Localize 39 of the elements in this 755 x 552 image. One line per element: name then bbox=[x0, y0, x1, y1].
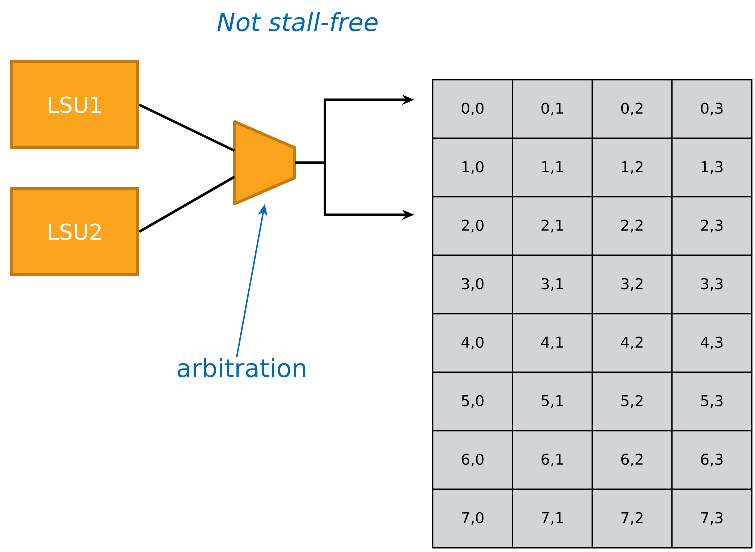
table-cell: 2,3 bbox=[672, 196, 753, 256]
table-cell: 5,3 bbox=[672, 372, 753, 432]
table-cell: 1,3 bbox=[672, 138, 753, 198]
table-cell: 2,0 bbox=[432, 196, 514, 256]
table-cell: 0,3 bbox=[672, 79, 753, 140]
table-cell: 5,0 bbox=[432, 372, 514, 432]
table-cell: 1,2 bbox=[592, 138, 673, 198]
table-cell: 3,0 bbox=[432, 254, 514, 315]
table-cell: 5,2 bbox=[592, 372, 673, 432]
table-cell: 1,0 bbox=[432, 138, 514, 198]
heading-text: Not stall-free bbox=[218, 12, 378, 32]
table-cell: 3,2 bbox=[592, 254, 673, 315]
table-cell: 7,0 bbox=[432, 488, 514, 549]
table-cell: 4,3 bbox=[672, 313, 753, 374]
connector-line bbox=[138, 104, 236, 152]
table-cell: 4,2 bbox=[592, 313, 673, 374]
table-cell: 7,3 bbox=[672, 488, 753, 549]
table-cell: 4,1 bbox=[512, 313, 594, 374]
table-cell: 1,1 bbox=[512, 138, 594, 198]
table-cell: 3,1 bbox=[512, 254, 594, 315]
table-cell: 2,1 bbox=[512, 196, 594, 256]
table-cell: 6,1 bbox=[512, 430, 594, 490]
connector-line bbox=[138, 176, 236, 234]
table-cell: 5,1 bbox=[512, 372, 594, 432]
unit-box: LSU1 bbox=[10, 60, 140, 150]
annotation-text: arbitration bbox=[178, 358, 306, 378]
table-cell: 6,3 bbox=[672, 430, 753, 490]
unit-box: LSU2 bbox=[10, 188, 140, 276]
table-cell: 0,0 bbox=[432, 79, 514, 140]
table-cell: 0,2 bbox=[592, 79, 673, 140]
table-cell: 6,2 bbox=[592, 430, 673, 490]
table-cell: 7,2 bbox=[592, 488, 673, 549]
multiplexer-shape bbox=[234, 120, 296, 206]
table-cell: 3,3 bbox=[672, 254, 753, 315]
table-cell: 2,2 bbox=[592, 196, 673, 256]
table-cell: 7,1 bbox=[512, 488, 594, 549]
table-cell: 0,1 bbox=[512, 79, 594, 140]
table-cell: 6,0 bbox=[432, 430, 514, 490]
table-cell: 4,0 bbox=[432, 313, 514, 374]
